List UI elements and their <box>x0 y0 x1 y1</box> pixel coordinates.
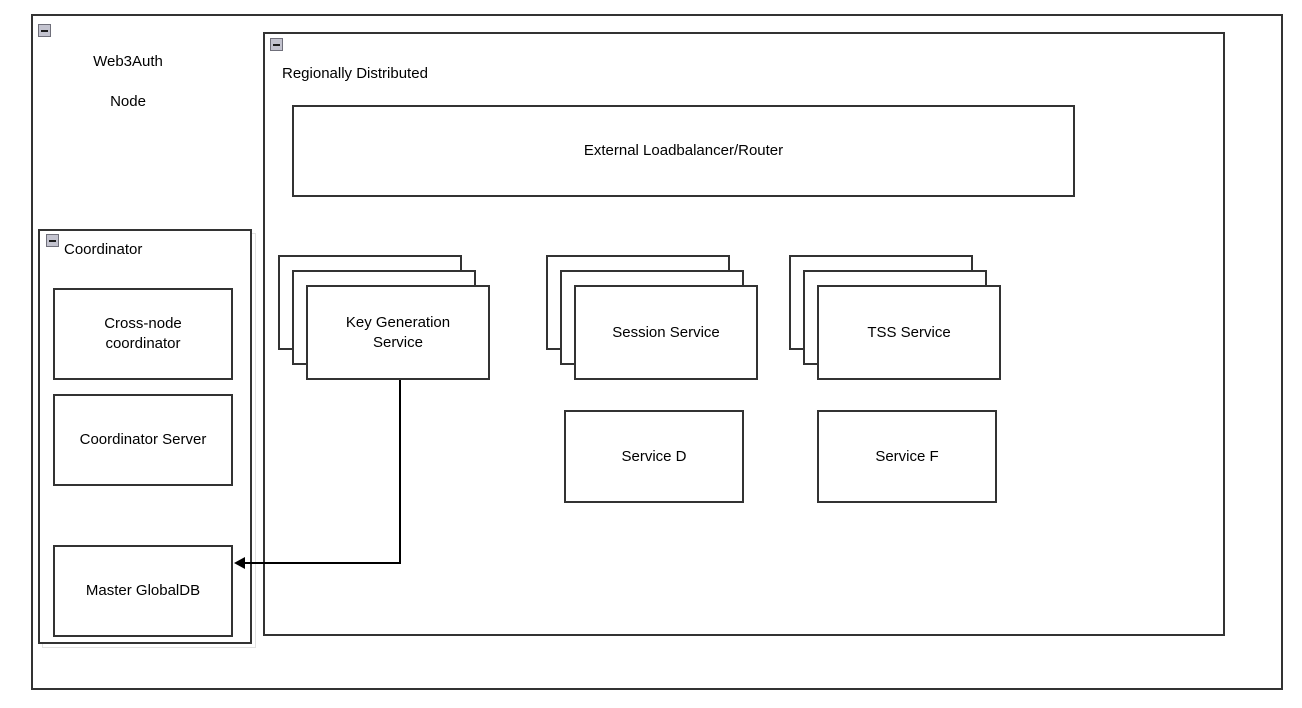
tss-service-instance-1[interactable]: TSS Service <box>817 285 1001 380</box>
external-loadbalancer-router-label: External Loadbalancer/Router <box>583 142 784 159</box>
service-d-label: Service D <box>621 447 687 465</box>
connector-horizontal-segment <box>245 562 401 564</box>
coordinator-server-label: Coordinator Server <box>79 431 207 448</box>
coordinator-server-box[interactable]: Coordinator Server <box>53 394 233 486</box>
cross-node-coordinator-box[interactable]: Cross-node coordinator <box>53 288 233 380</box>
tss-service-label: TSS Service <box>867 323 951 341</box>
web3auth-node-collapse-icon[interactable] <box>38 24 51 37</box>
connector-vertical-segment <box>399 380 401 564</box>
key-generation-service-stack[interactable]: Key Generation Service <box>278 255 490 380</box>
service-f-label: Service F <box>875 447 939 465</box>
connector-arrow-head-icon <box>234 557 245 569</box>
session-service-instance-1[interactable]: Session Service <box>574 285 758 380</box>
cross-node-coordinator-line1: Cross-node <box>104 315 182 332</box>
session-service-stack[interactable]: Session Service <box>546 255 758 380</box>
master-globaldb-box[interactable]: Master GlobalDB <box>53 545 233 637</box>
web3auth-node-title: Web3Auth Node <box>48 32 208 132</box>
regionally-distributed-collapse-icon[interactable] <box>270 38 283 51</box>
coordinator-collapse-icon[interactable] <box>46 234 59 247</box>
web3auth-node-title-line1: Web3Auth <box>93 53 163 70</box>
key-generation-service-instance-1[interactable]: Key Generation Service <box>306 285 490 380</box>
external-loadbalancer-router[interactable]: External Loadbalancer/Router <box>292 105 1075 197</box>
key-generation-service-line1: Key Generation <box>345 313 451 331</box>
region-title-line1: Regionally Distributed <box>282 65 428 82</box>
cross-node-coordinator-line2: coordinator <box>105 335 181 352</box>
master-globaldb-label: Master GlobalDB <box>85 582 201 599</box>
cross-node-coordinator-label: Cross-node coordinator <box>55 314 231 354</box>
key-generation-service-line2: Service <box>372 333 423 351</box>
session-service-label: Session Service <box>612 323 720 341</box>
web3auth-node-title-line2: Node <box>110 93 146 110</box>
key-generation-service-label: Key Generation Service <box>346 313 450 353</box>
service-d-box[interactable]: Service D <box>564 410 744 503</box>
coordinator-title: Coordinator <box>64 241 143 258</box>
tss-service-stack[interactable]: TSS Service <box>789 255 1001 380</box>
service-f-box[interactable]: Service F <box>817 410 997 503</box>
